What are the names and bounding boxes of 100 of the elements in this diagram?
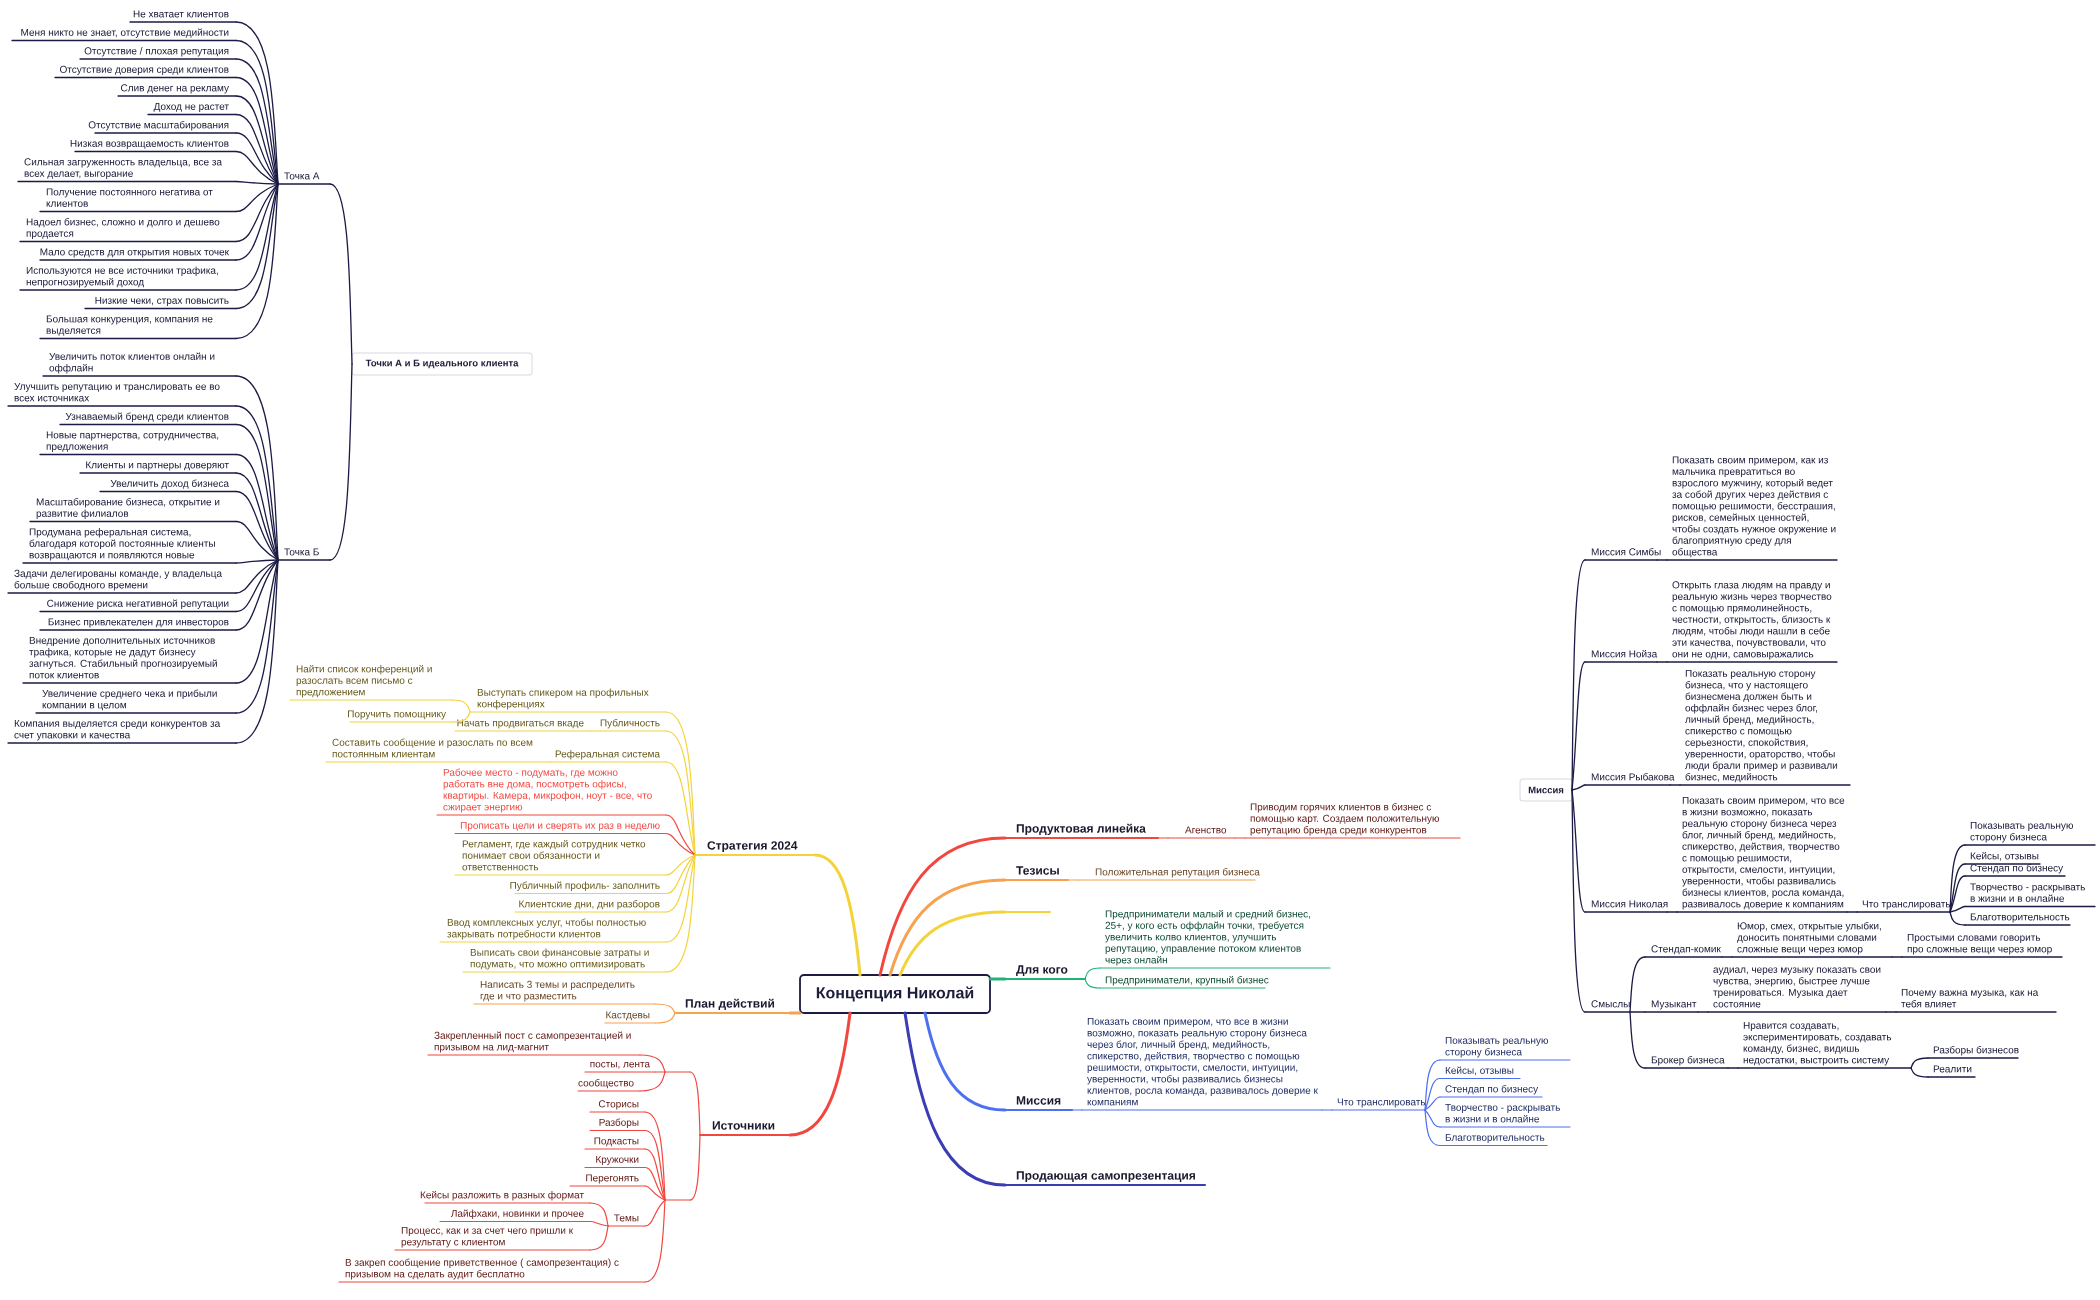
branch-line [1949,863,1966,913]
branch-label: Реалити [1927,1065,1976,1078]
branch-line [235,559,279,613]
branch-label: Показать реальную сторону бизнеса, что у настоящего бизнесмена должен быть и оффлайн бизнес через блог, личный бренд, медийность, спикерство с помощью серьезности, спокойствия, уверенности, ораторство, чтобы люди брали пример и развивали бизнес, медийность [1679,669,1851,786]
branch-line [235,520,279,561]
branch-line [235,453,279,561]
branch-line [665,854,696,895]
branch-label: Почему важна музыка, как на тебя влияет [1895,988,2057,1013]
branch-label: Миссия Николая [1584,900,1668,913]
branch-label: аудиал, через музыку показать свои чувства, энергию, быстрее лучше тренироваться. Музыка дает состояние [1707,967,1887,1013]
branch-label: Клиенты и партнеры доверяют [79,461,237,474]
branch-underline [1003,910,1052,914]
main-branch-line [888,878,1007,977]
main-branch-label: План действий [673,998,792,1015]
branch-label: Сторисы [589,1100,646,1113]
branch-label: Открыть глаза людям на правду и реальную жизнь через творчество с помощью прямолинейность, честности, открытость, близость к людям, чтобы люди нашли в себе эти качества, почувствовали, что они не одни, самовыражались [1666,581,1838,663]
branch-label: Найти список конференций и разослать всем письмо с предложением [289,664,453,701]
branch-line [665,854,696,876]
branch-label: посты, лента [584,1061,656,1073]
branch-line [1424,1096,1441,1111]
branch-label: Кейсы разложить в разных формат [420,1190,591,1204]
branch-label: Увеличить доход бизнеса [99,479,237,493]
branch-line [1424,1059,1441,1111]
branch-line [235,183,279,261]
main-branch-label: Стратегия 2024 [693,841,817,857]
branch-label: Нравится создавать, экспериментировать, создавать команду, бизнес, видишь недостатки, выстроить систему [1737,1021,1912,1069]
branch-label: Надоел бизнес, сложно и долго и дешево продается [19,218,237,243]
branch-label: Низкая возвращаемость клиентов [70,139,237,153]
branch-label: Низкие чеки, страх повысить [84,296,237,310]
branch-label: Получение постоянного негатива от клиентов [39,188,237,213]
branch-label: Публичный профиль- заполнить [510,881,667,895]
branch-label: Масштабирование бизнеса, открытие и развитие филиалов [29,498,237,523]
main-branch-line [903,1011,1007,1187]
branch-line [665,832,696,856]
branch-label: Кейсы, отзывы [1964,851,2041,865]
branch-label: Прописать цели и сверять их раз в неделю [454,821,667,835]
branch-line [639,1054,666,1073]
branch-label: Отсутствие / плохая репутация [79,47,237,60]
branch-label: Написать 3 темы и распределить где и что разместить [473,980,656,1005]
branch-label: В закреп сообщение приветственное ( самопрезентация) с призывом на сделать аудит бесплатно [338,1258,646,1283]
branch-line [1949,875,1966,913]
branch-line [549,761,561,763]
branch-line [644,1199,666,1227]
branch-line [235,559,279,631]
branch-label: Разборы бизнесов [1927,1046,2019,1059]
branch-line [1949,905,1966,913]
branch-line [1949,844,1966,913]
branch-label: Внедрение дополнительных источников трафика, которые не дадут бизнесу загнуться. Стабильный прогнозируемый поток клиентов [22,636,237,684]
main-branch-label: Для кого [1003,965,1087,981]
branch-line [235,132,279,185]
branch-line [1666,911,1678,913]
branch-line [235,180,279,185]
branch-label: Компания выделяется среди конкурентов за счет упаковки и качества [7,719,237,744]
branch-line [689,1134,701,1201]
branch-line [1629,1011,1646,1069]
branch-label: Слив денег на рекламу [117,84,237,97]
branch-label: Начать продвигаться вкаде [454,719,591,732]
branch-label: Показать своим примером, что все в жизни возможно, показать реальную сторону бизнеса через блог, личный бренд, медийность, спикерство, действия, творчество с помощью решимости, открытости, смелости, интуиции, уверенности, чтобы развивались бизнесы клиентов, росла команда, развивалось доверие к компаниям [1676,796,1848,913]
branch-line [639,1071,666,1092]
branch-label: Процесс, как и за счет чего пришли к результату с клиентом [394,1226,591,1251]
branch-line [1571,784,1586,791]
branch-label: Музыкант [1644,1000,1699,1013]
branch-line [1721,956,1733,958]
branch-line [1910,1057,1929,1069]
branch-label: Точка А [277,172,331,185]
branch-line [1084,967,1101,980]
branch-label: Новые партнерства, сотрудничества, предложения [39,431,237,456]
branch-line [665,854,696,913]
branch-line [689,1071,701,1136]
branch-label: Показывать реальную сторону бизнеса [1964,821,2096,846]
main-branch-line [788,1011,852,1137]
branch-label: Закрепленный пост с самопрезентацией и призывом на лид-магнит [427,1031,641,1056]
branch-label: Показать своим примером, как из мальчика превратиться во взрослого мужчину, который ведет за собой других через действия с помощью решимости, бесстрашия, рисков, семейных ценностей, чтобы создать нужное окружение и благоприятную среду для общества [1666,456,1838,561]
branch-label: Подкасты [584,1137,646,1150]
branch-line [654,1003,676,1014]
branch-line [1846,911,1858,913]
branch-label: Кастдевы [604,1011,656,1024]
main-branch-line [988,977,1007,981]
branch-label: Что транслировать [1331,1098,1426,1111]
branch-label: Бизнес привлекателен для инвесторов [39,618,237,631]
branch-label: Предприниматели, крупный бизнес [1099,975,1269,989]
branch-label: Точка Б [277,548,331,561]
branch-line [1656,559,1668,561]
branch-label: Миссия Рыбакова [1584,773,1675,786]
branch-line [1910,1067,1929,1078]
branch-label: Лайфхаки, новинки и прочее [439,1209,591,1223]
branch-label: Увеличение среднего чека и прибыли компании в целом [35,689,237,714]
branch-line [1157,837,1169,839]
branch-label: Используются не все источники трафика, непрогнозируемый доход [19,266,237,291]
branch-line [1424,1109,1441,1147]
branch-line [235,375,279,561]
branch-line [1424,1109,1441,1128]
branch-label: Кейсы, отзывы [1439,1066,1521,1080]
branch-label: Меня никто не знает, отсутствие медийности [11,28,237,42]
branch-line [589,730,601,732]
branch-line [644,1148,666,1201]
branch-label: Регламент, где каждый сотрудник четко понимает свои обязанности и ответственность [454,839,667,876]
branch-label: Творчество - раскрывать в жизни и в онлайне [1964,883,2096,908]
branch-line [644,1111,666,1201]
branch-label: Поручить помощнику [348,710,453,723]
